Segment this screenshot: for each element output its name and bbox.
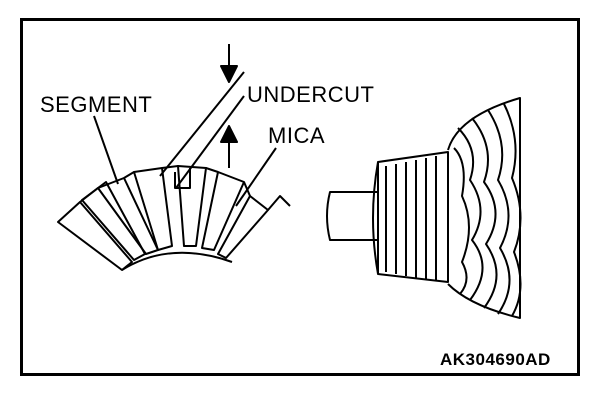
segment-leader xyxy=(93,115,119,185)
commutator-drum xyxy=(377,151,449,283)
mica-gap-4 xyxy=(205,167,219,173)
winding-5 xyxy=(453,147,470,295)
winding-4 xyxy=(503,103,522,317)
shaft xyxy=(326,191,379,241)
undercut-label: UNDERCUT xyxy=(247,82,375,107)
commutator-face xyxy=(372,161,379,275)
commutator-segments xyxy=(57,165,291,271)
undercut-guide-top xyxy=(159,71,245,177)
segment-1 xyxy=(57,201,133,271)
mica-gap-1 xyxy=(79,187,99,203)
mica-label: MICA xyxy=(268,123,325,148)
figure-code: AK304690AD xyxy=(440,350,551,369)
mica-edge xyxy=(267,195,291,211)
undercut-arrow-down xyxy=(220,44,238,83)
segment-5 xyxy=(177,165,207,247)
winding-1 xyxy=(457,127,484,301)
winding-2 xyxy=(471,117,498,309)
segment-7 xyxy=(217,195,269,259)
commutator-bars xyxy=(385,156,437,281)
mica-leader xyxy=(235,147,277,207)
winding-3 xyxy=(487,109,511,315)
segment-3 xyxy=(97,177,159,255)
segment-4 xyxy=(133,167,173,251)
segment-label: SEGMENT xyxy=(40,92,153,117)
segment-base-arc xyxy=(121,251,233,271)
undercut-arrow-up xyxy=(220,125,238,168)
undercut-guide-bottom xyxy=(175,95,245,189)
commutator-assembly xyxy=(326,97,522,319)
mica-gap-2 xyxy=(123,171,135,179)
segment-6 xyxy=(201,171,245,251)
undercut-notch xyxy=(174,168,191,189)
mica-gap-3 xyxy=(161,165,179,169)
